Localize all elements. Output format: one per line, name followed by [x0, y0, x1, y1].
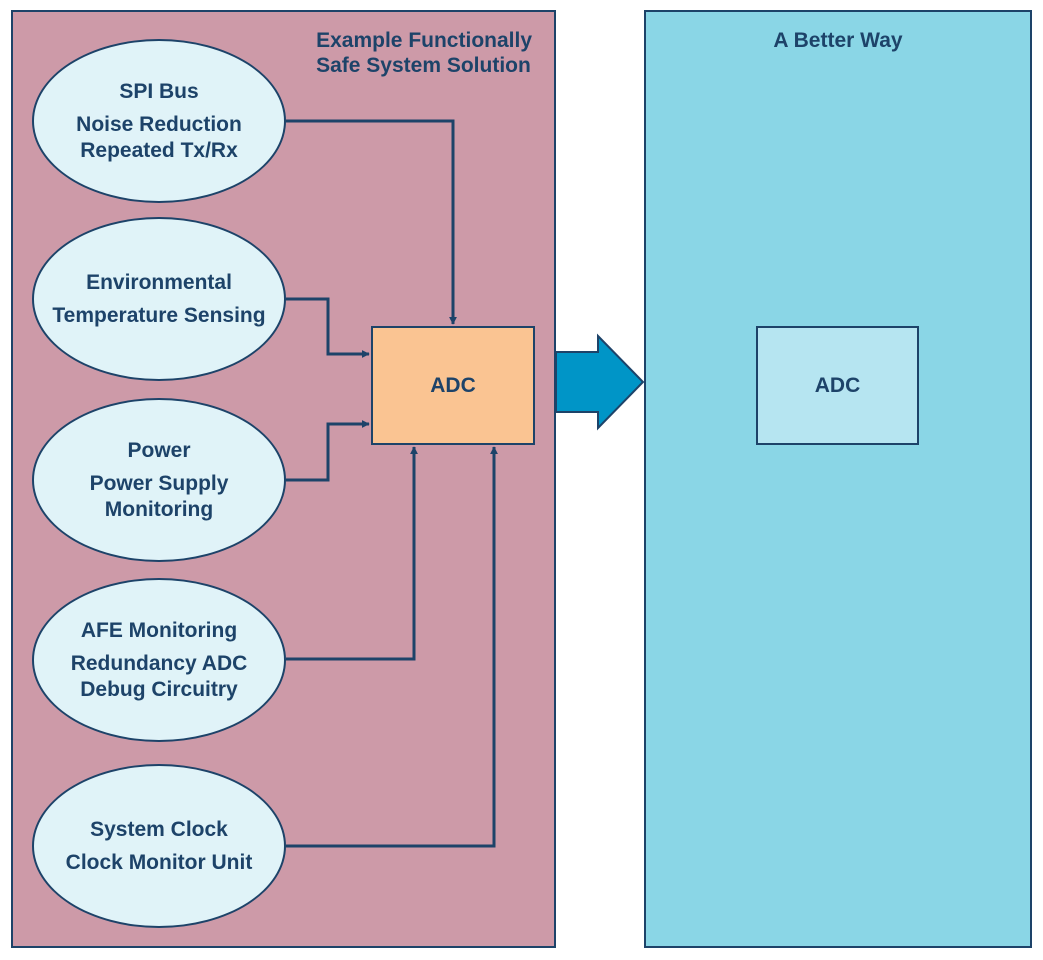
afe-monitoring-node-details: Redundancy ADC Debug Circuitry	[70, 651, 248, 701]
afe-monitoring-node-title: AFE Monitoring	[80, 618, 238, 642]
existing-adc-box: ADC	[371, 326, 535, 445]
better-way-adc-box: ADC	[756, 326, 919, 445]
environmental-node-title: Environmental	[86, 270, 232, 294]
system-clock-node-title: System Clock	[90, 817, 228, 841]
spi-bus-node-title: SPI Bus	[119, 79, 199, 103]
better-way-title: A Better Way	[773, 29, 903, 52]
spi-bus-node: SPI Bus Noise Reduction Repeated Tx/Rx	[32, 39, 286, 203]
better-way-adc-label: ADC	[814, 373, 861, 397]
power-node-title: Power	[127, 438, 191, 462]
afe-monitoring-node: AFE Monitoring Redundancy ADC Debug Circ…	[32, 578, 286, 742]
power-node-details: Power Supply Monitoring	[89, 471, 229, 521]
existing-adc-label: ADC	[430, 373, 476, 397]
environmental-node-details: Temperature Sensing	[52, 303, 266, 327]
power-node: Power Power Supply Monitoring	[32, 398, 286, 562]
better-way-panel: A Better Way	[644, 10, 1032, 948]
existing-solution-title: Example Functionally Safe System Solutio…	[316, 29, 532, 77]
system-clock-node: System Clock Clock Monitor Unit	[32, 764, 286, 928]
spi-bus-node-details: Noise Reduction Repeated Tx/Rx	[76, 112, 242, 162]
system-clock-node-details: Clock Monitor Unit	[65, 850, 253, 874]
environmental-node: Environmental Temperature Sensing	[32, 217, 286, 381]
transition-arrow	[555, 333, 645, 431]
